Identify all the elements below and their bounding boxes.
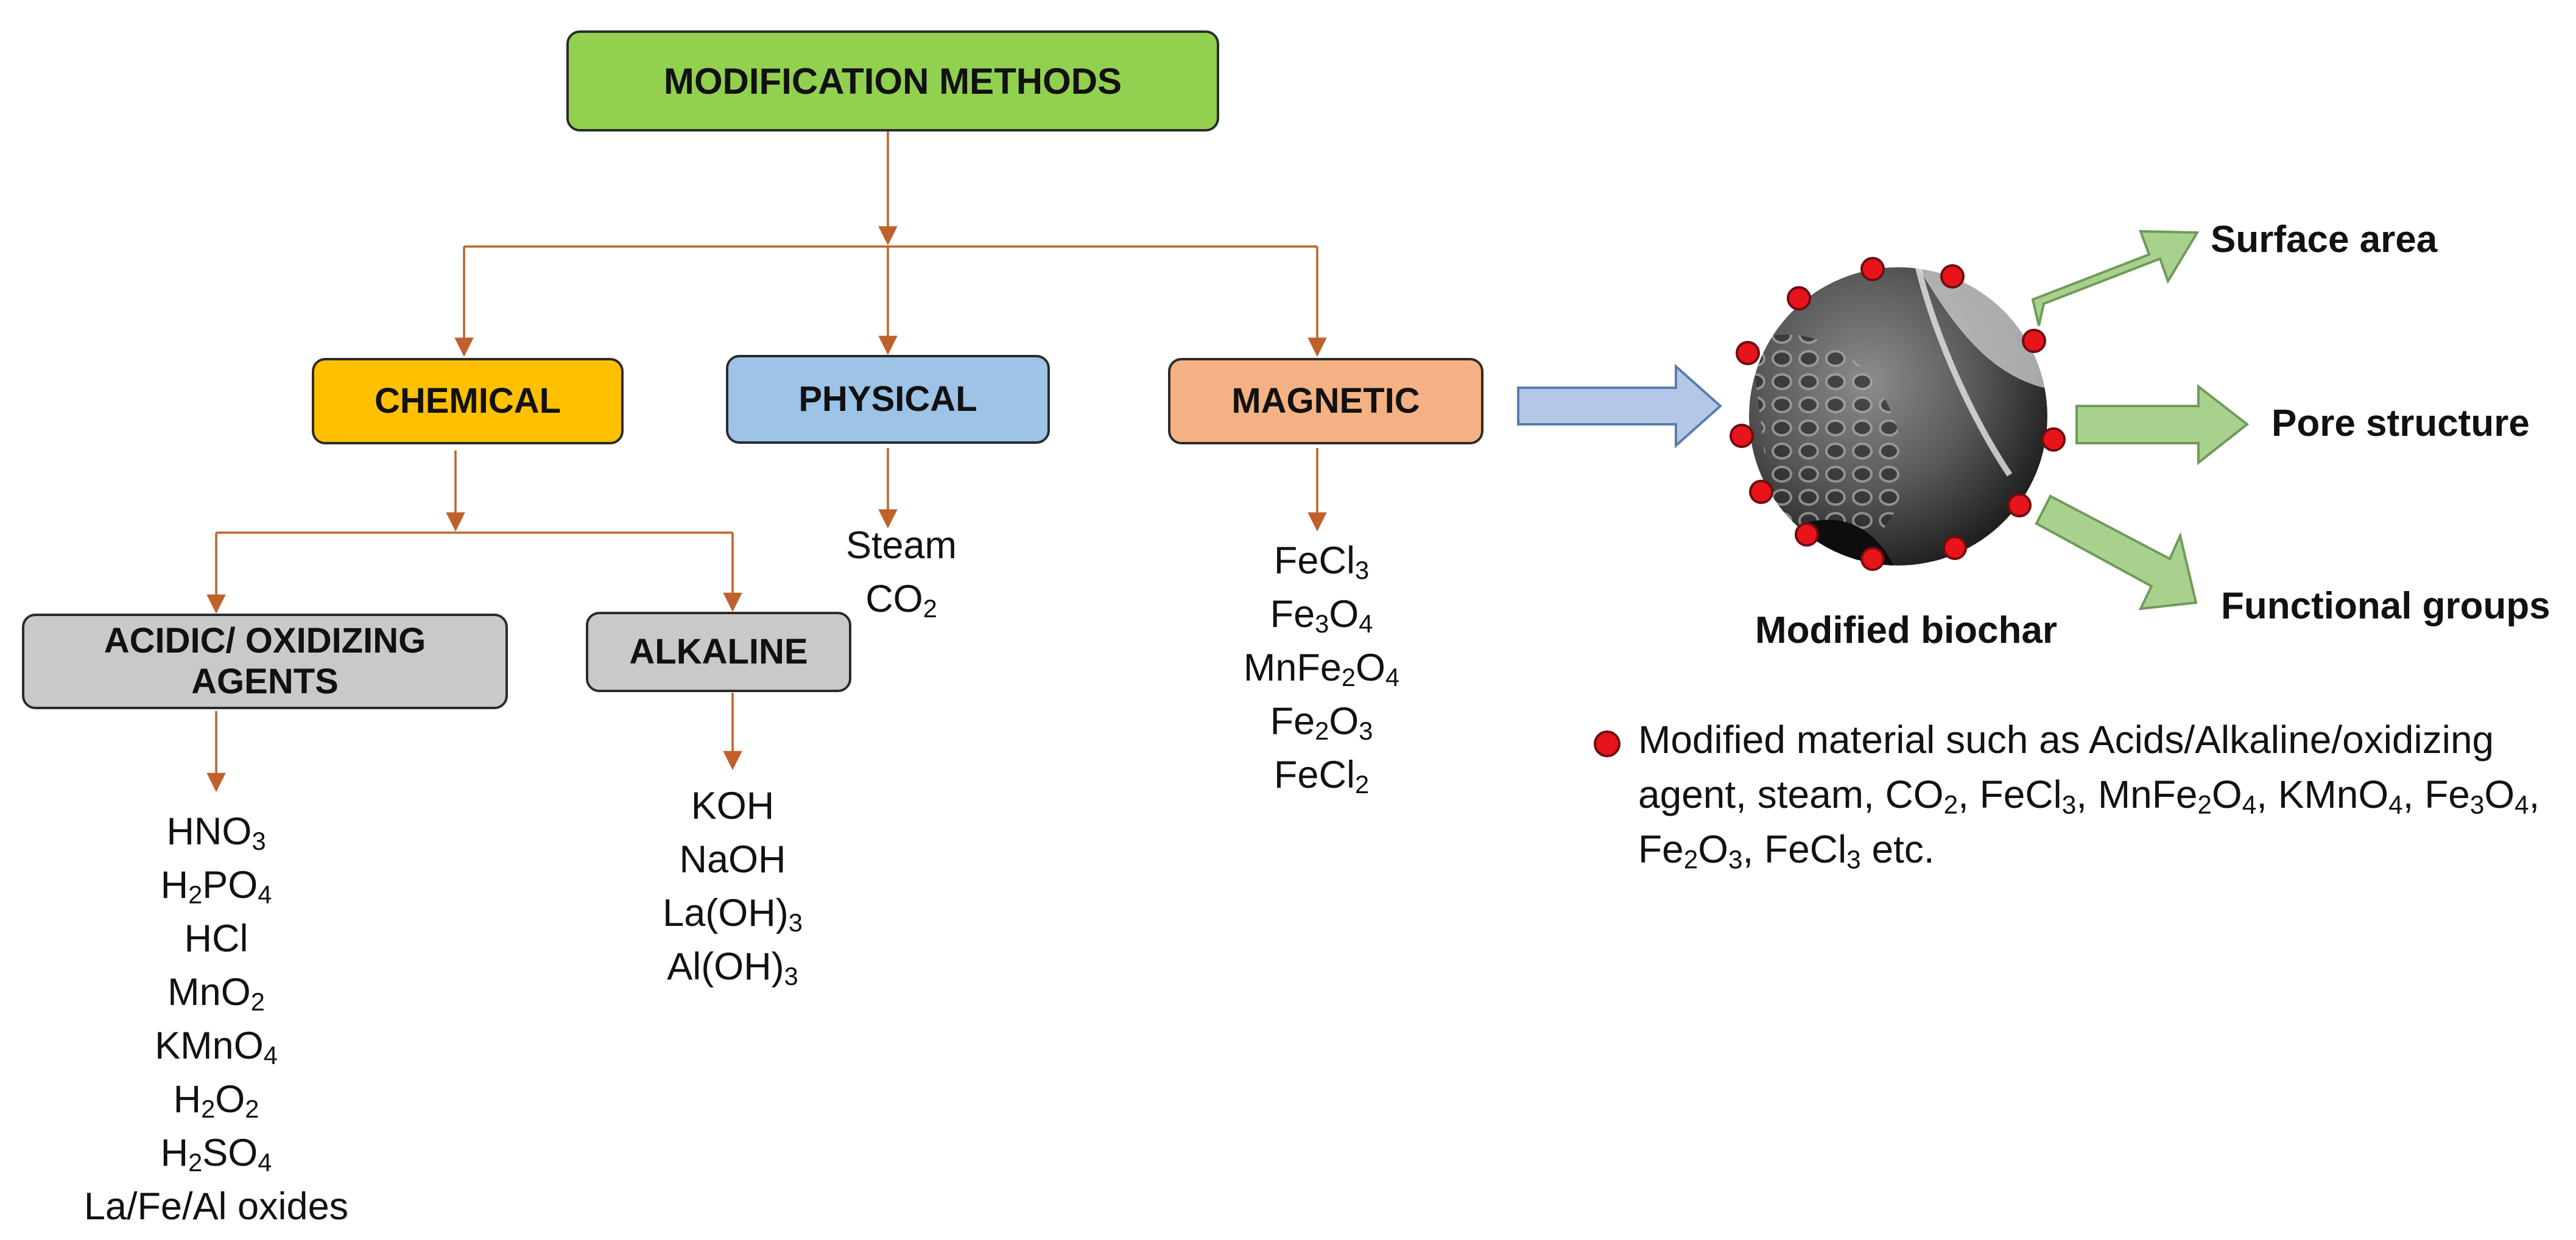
list-item: MnFe2O4 bbox=[1243, 646, 1400, 692]
modifier-dot bbox=[2022, 329, 2046, 353]
list-item: Steam bbox=[845, 524, 957, 567]
category-box-physical: PHYSICAL bbox=[726, 355, 1050, 444]
magnetic-label: MAGNETIC bbox=[1231, 380, 1420, 421]
list-item: H2SO4 bbox=[160, 1132, 272, 1177]
list-item: Fe2O3 bbox=[1270, 700, 1373, 746]
modifier-dot bbox=[1860, 257, 1885, 281]
legend-text: Modified material such as Acids/Alkaline… bbox=[1638, 718, 2540, 874]
acidic-agents-list: HNO3 H2PO4 HCl MnO2 KMnO4 H2O2 H2SO4 La/… bbox=[64, 805, 368, 1233]
list-item: KMnO4 bbox=[155, 1025, 278, 1070]
list-item: HCl bbox=[184, 917, 248, 960]
list-item: MnO2 bbox=[167, 971, 265, 1017]
modifier-dot bbox=[1730, 424, 1754, 448]
modifier-dot bbox=[2041, 427, 2066, 452]
list-item: La(OH)3 bbox=[663, 892, 803, 937]
list-item: H2O2 bbox=[173, 1078, 259, 1124]
outcome-surface-area: Surface area bbox=[2211, 219, 2438, 261]
alkaline-agents-list: KOH NaOH La(OH)3 Al(OH)3 bbox=[611, 779, 854, 993]
sub-box-acidic-oxidizing: ACIDIC/ OXIDIZING AGENTS bbox=[22, 614, 508, 709]
list-item: CO2 bbox=[865, 578, 937, 623]
legend-dot bbox=[1594, 730, 1621, 757]
root-label: MODIFICATION METHODS bbox=[663, 60, 1122, 102]
root-box-modification-methods: MODIFICATION METHODS bbox=[566, 30, 1219, 131]
modifier-dot bbox=[2007, 493, 2032, 517]
list-item: La/Fe/Al oxides bbox=[83, 1185, 349, 1228]
modifier-dot bbox=[1860, 547, 1885, 571]
physical-label: PHYSICAL bbox=[798, 379, 977, 419]
list-item: Fe3O4 bbox=[1270, 593, 1373, 639]
modifier-dot bbox=[1749, 480, 1773, 504]
pore-structure-arrow bbox=[2075, 384, 2250, 466]
outcome-pore-structure: Pore structure bbox=[2272, 402, 2530, 444]
category-box-magnetic: MAGNETIC bbox=[1168, 358, 1483, 444]
chemical-label: CHEMICAL bbox=[374, 380, 561, 421]
list-item: H2PO4 bbox=[160, 864, 272, 909]
magnetic-agents-list: FeCl3 Fe3O4 MnFe2O4 Fe2O3 FeCl2 bbox=[1200, 534, 1443, 802]
modifier-dot bbox=[1940, 264, 1965, 289]
modifier-dot bbox=[1736, 341, 1760, 365]
input-block-arrow bbox=[1517, 363, 1723, 449]
outcome-functional-groups: Functional groups bbox=[2221, 585, 2550, 627]
modifier-dot bbox=[1795, 522, 1819, 547]
category-box-chemical: CHEMICAL bbox=[312, 358, 624, 444]
modifier-dot bbox=[1787, 286, 1811, 310]
list-item: Al(OH)3 bbox=[667, 945, 798, 991]
biochar-particle-image bbox=[1749, 267, 2047, 566]
list-item: HNO3 bbox=[166, 810, 266, 856]
acidic-label: ACIDIC/ OXIDIZING AGENTS bbox=[104, 620, 426, 701]
list-item: FeCl3 bbox=[1273, 539, 1370, 585]
functional-groups-arrow bbox=[2035, 494, 2198, 611]
list-item: FeCl2 bbox=[1273, 754, 1370, 799]
list-item: KOH bbox=[691, 785, 775, 827]
sub-box-alkaline: ALKALINE bbox=[586, 612, 851, 692]
physical-agents-list: Steam CO2 bbox=[810, 519, 993, 626]
modified-biochar-label: Modified biochar bbox=[1755, 609, 2057, 651]
list-item: NaOH bbox=[679, 838, 786, 881]
modifier-dot bbox=[1943, 536, 1967, 560]
alkaline-label: ALKALINE bbox=[629, 631, 808, 671]
surface-area-arrow bbox=[2031, 229, 2200, 326]
